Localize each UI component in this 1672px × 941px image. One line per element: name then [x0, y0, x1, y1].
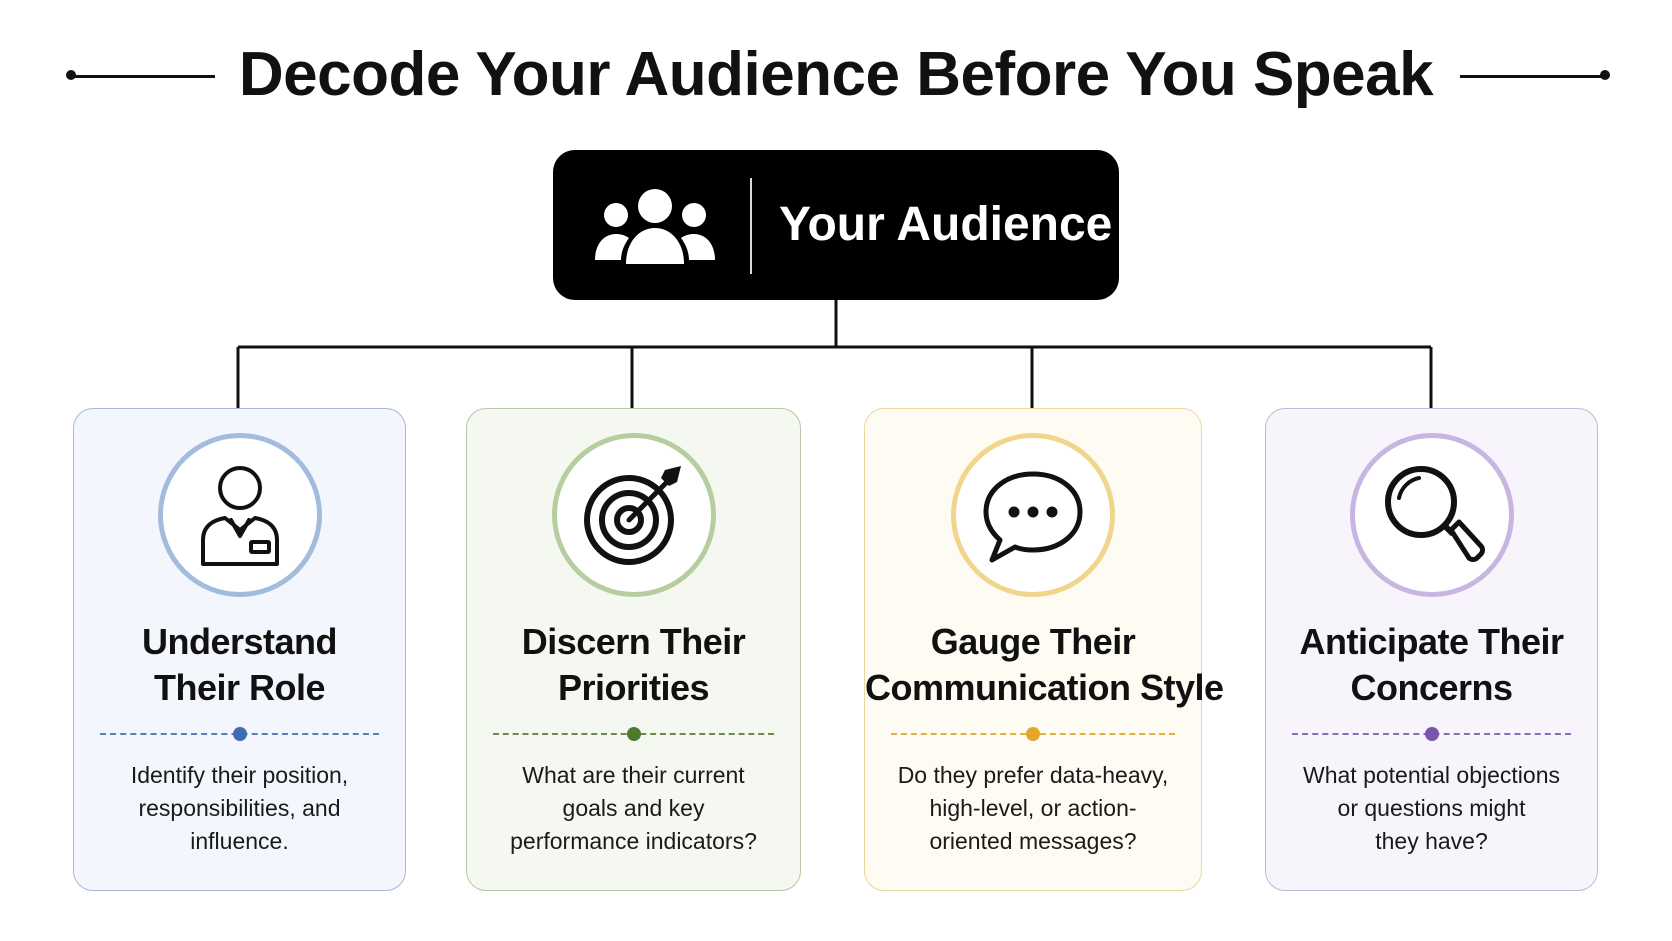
card-title: Understand Their Role	[74, 619, 405, 711]
card-understand-role: Understand Their Role Identify their pos…	[73, 408, 406, 891]
card-desc-line: responsibilities, and	[138, 795, 341, 821]
audience-divider	[750, 178, 752, 274]
card-title: Gauge Their Communication Style	[865, 619, 1224, 711]
person-badge-icon	[200, 466, 279, 566]
divider-dot	[1026, 727, 1040, 741]
icon-circle	[951, 433, 1115, 597]
card-desc-line: goals and key	[562, 795, 705, 821]
icon-circle	[157, 433, 322, 597]
card-anticipate-concerns: Anticipate Their Concerns What potential…	[1265, 408, 1598, 891]
card-description: Identify their position, responsibilitie…	[88, 759, 391, 858]
card-desc-line: high-level, or action-	[929, 795, 1137, 821]
card-title-line: Anticipate Their	[1299, 621, 1564, 662]
card-title-line: Priorities	[557, 667, 710, 708]
card-title-line: Their Role	[153, 667, 326, 708]
card-title-line: Concerns	[1350, 667, 1513, 708]
card-description: What potential objections or questions m…	[1280, 759, 1583, 858]
card-desc-line: performance indicators?	[510, 828, 757, 854]
audience-node: Your Audience	[553, 150, 1119, 300]
title-row: Decode Your Audience Before You Speak	[0, 30, 1672, 120]
card-title: Anticipate Their Concerns	[1266, 619, 1597, 711]
divider-dot	[626, 727, 641, 741]
target-arrow-icon	[583, 466, 681, 565]
card-title: Discern Their Priorities	[467, 619, 800, 711]
card-gauge-communication-style: Gauge Their Communication Style Do they …	[864, 408, 1224, 891]
card-divider	[100, 727, 379, 741]
card-desc-line: Do they prefer data-heavy,	[897, 762, 1169, 788]
card-desc-line: Identify their position,	[130, 762, 349, 788]
title-right-rule	[1460, 75, 1605, 78]
icon-circle	[1349, 433, 1514, 597]
card-title-line: Discern Their	[521, 621, 746, 662]
page-title: Decode Your Audience Before You Speak	[238, 40, 1434, 109]
card-desc-line: they have?	[1375, 828, 1488, 854]
icon-circle	[551, 433, 716, 597]
card-title-line: Understand	[141, 621, 338, 662]
card-divider	[493, 727, 774, 741]
card-desc-line: influence.	[190, 828, 289, 854]
title-left-rule	[70, 75, 215, 78]
card-desc-line: oriented messages?	[929, 828, 1137, 854]
title-right-dot	[1600, 70, 1610, 80]
divider-dot	[232, 727, 247, 741]
card-title-line: Gauge Their	[930, 621, 1136, 662]
group-people-icon	[595, 189, 715, 264]
card-divider	[891, 727, 1175, 741]
card-desc-line: or questions might	[1337, 795, 1526, 821]
card-description: Do they prefer data-heavy, high-level, o…	[879, 759, 1187, 858]
card-desc-line: What are their current	[522, 762, 745, 788]
card-description: What are their current goals and key per…	[481, 759, 786, 858]
divider-dot	[1424, 727, 1439, 741]
audience-label: Your Audience	[779, 198, 1113, 251]
card-divider	[1292, 727, 1571, 741]
card-desc-line: What potential objections	[1303, 762, 1560, 788]
chat-bubble-icon	[983, 471, 1083, 563]
magnifying-glass-icon	[1384, 466, 1485, 562]
card-discern-priorities: Discern Their Priorities What are their …	[466, 408, 801, 891]
card-title-line: Communication Style	[865, 667, 1224, 708]
